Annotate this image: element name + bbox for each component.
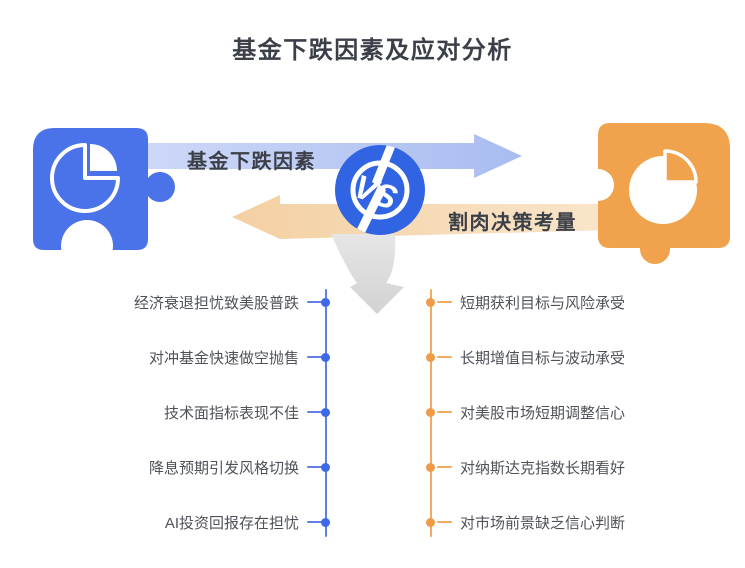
- list-item-dot: [321, 298, 330, 307]
- list-item-label: 对美股市场短期调整信心: [460, 404, 626, 422]
- list-item-label: 短期获利目标与风险承受: [460, 294, 626, 312]
- list-item-dot: [321, 518, 330, 527]
- lightning-slash-icon: [354, 145, 398, 235]
- blue-puzzle-piece: [33, 128, 175, 253]
- pie-chart-icon: [629, 149, 698, 224]
- list-item-right: 短期获利目标与风险承受: [437, 291, 737, 313]
- list-item-label: 对冲基金快速做空抛售: [148, 349, 299, 367]
- list-item-right: 长期增值目标与波动承受: [437, 346, 737, 368]
- list-item-dot: [426, 463, 435, 472]
- page-title: 基金下跌因素及应对分析: [232, 37, 513, 64]
- list-item-dot: [426, 518, 435, 527]
- pie-chart-icon: [50, 143, 120, 213]
- list-item-label: 长期增值目标与波动承受: [460, 349, 626, 367]
- connector-line: [307, 521, 322, 523]
- connector-line: [307, 301, 322, 303]
- puzzle-knob: [640, 234, 670, 264]
- list-item-dot: [321, 353, 330, 362]
- down-arrow-icon: [331, 234, 404, 314]
- connector-line: [437, 411, 452, 413]
- list-item-left: AI投资回报存在担忧: [0, 511, 322, 533]
- list-item-dot: [426, 408, 435, 417]
- funnel-shape: [331, 234, 404, 314]
- list-item-dot: [426, 298, 435, 307]
- list-item-right: 对市场前景缺乏信心判断: [437, 511, 737, 533]
- puzzle-knob: [145, 172, 175, 202]
- list-item-label: 技术面指标表现不佳: [163, 404, 299, 422]
- left-arrow-shape: [232, 195, 612, 239]
- decision-arrow-label: 割肉决策考量: [448, 212, 577, 234]
- puzzle-notch: [584, 169, 614, 201]
- list-item-right: 对纳斯达克指数长期看好: [437, 456, 737, 478]
- list-item-label: 经济衰退担忧致美股普跌: [133, 294, 299, 312]
- vs-badge: VS: [335, 145, 425, 235]
- decision-arrow: [232, 195, 612, 239]
- list-item-dot: [426, 353, 435, 362]
- factors-arrow-label: 基金下跌因素: [187, 151, 316, 173]
- list-item-left: 对冲基金快速做空抛售: [0, 346, 322, 368]
- list-item-right: 对美股市场短期调整信心: [437, 401, 737, 423]
- list-item-label: 降息预期引发风格切换: [148, 459, 299, 477]
- connector-line: [437, 356, 452, 358]
- list-item-dot: [321, 408, 330, 417]
- list-item-left: 经济衰退担忧致美股普跌: [0, 291, 322, 313]
- connector-line: [437, 466, 452, 468]
- list-item-label: AI投资回报存在担忧: [164, 514, 299, 532]
- connector-line: [437, 301, 452, 303]
- connector-line: [307, 356, 322, 358]
- connector-line: [437, 521, 452, 523]
- factors-arrow: [148, 134, 522, 178]
- orange-puzzle-piece: [584, 123, 730, 264]
- list-item-left: 降息预期引发风格切换: [0, 456, 322, 478]
- list-item-left: 技术面指标表现不佳: [0, 401, 322, 423]
- puzzle-body: [33, 128, 148, 250]
- list-item-label: 对市场前景缺乏信心判断: [460, 514, 626, 532]
- connector-line: [307, 466, 322, 468]
- puzzle-notch: [61, 220, 113, 253]
- list-item-dot: [321, 463, 330, 472]
- list-item-label: 对纳斯达克指数长期看好: [460, 459, 626, 477]
- right-arrow-shape: [148, 134, 522, 178]
- connector-line: [307, 411, 322, 413]
